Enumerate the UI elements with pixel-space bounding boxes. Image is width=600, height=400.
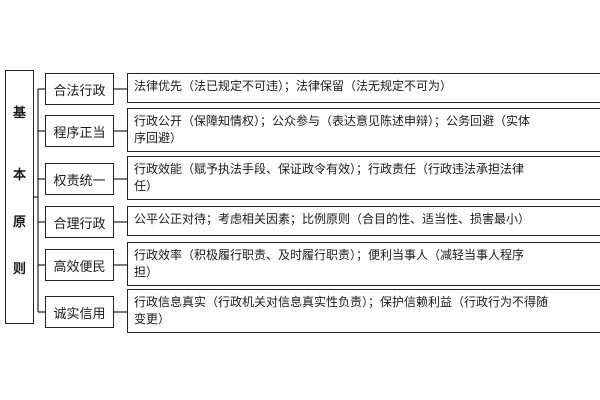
category-box: 高效便民 <box>45 249 114 281</box>
description-box: 行政信息真实（行政机关对信息真实性负责）；保护信赖利益（行政行为不得随 变更） <box>127 289 600 333</box>
description-box: 行政效能（赋予执法手段、保证政令有效）；行政责任（行政违法承担法律 任） <box>127 156 600 200</box>
description-box: 法律优先（法已规定不可违）；法律保留（法无规定不可为） <box>127 73 600 103</box>
description-line: 行政效率（积极履行职责、及时履行职责）；便利当事人（减轻当事人程序 <box>134 248 525 262</box>
description-box: 行政效率（积极履行职责、及时履行职责）；便利当事人（减轻当事人程序 担） <box>127 242 600 286</box>
description-line: 任） <box>134 179 159 193</box>
description-line: 行政效能（赋予执法手段、保证政令有效）；行政责任（行政违法承担法律 <box>134 162 525 176</box>
root-char: 则 <box>12 262 26 277</box>
category-box: 权责统一 <box>45 163 114 195</box>
description-line: 行政信息真实（行政机关对信息真实性负责）；保护信赖利益（行政行为不得随 <box>134 295 549 309</box>
description-box: 公平公正对待；考虑相关因素；比例原则（合目的性、适当性、损害最小） <box>127 206 600 236</box>
root-char: 基 <box>12 106 26 121</box>
description-line: 行政公开（保障知情权）；公众参与（表达意见陈述申辩）；公务回避（实体 <box>134 114 531 128</box>
category-box: 程序正当 <box>45 115 114 147</box>
description-line: 法律优先（法已规定不可违）；法律保留（法无规定不可为） <box>134 79 453 93</box>
category-box: 合法行政 <box>45 73 114 105</box>
description-box: 行政公开（保障知情权）；公众参与（表达意见陈述申辩）；公务回避（实体 序回避） <box>127 108 600 152</box>
description-line: 序回避） <box>134 131 183 145</box>
description-line: 担） <box>134 265 159 279</box>
root-box: 基 本 原 则 <box>5 70 34 324</box>
category-box: 诚实信用 <box>45 296 114 328</box>
description-line: 公平公正对待；考虑相关因素；比例原则（合目的性、适当性、损害最小） <box>134 212 531 226</box>
category-box: 合理行政 <box>45 206 114 238</box>
root-char: 本 <box>12 168 26 183</box>
root-char: 原 <box>12 215 26 230</box>
description-line: 变更） <box>134 312 171 326</box>
